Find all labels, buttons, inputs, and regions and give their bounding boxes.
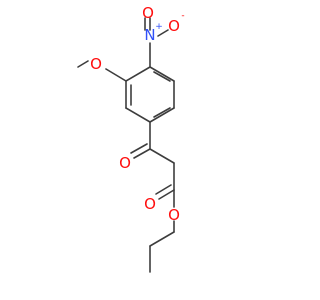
nitro-n-label: N xyxy=(144,26,155,44)
ester-ether-o-label: O xyxy=(168,206,180,224)
bond-ketone-c-ch2 xyxy=(149,148,175,164)
nitro-o-right-label: O xyxy=(168,17,180,35)
bond-nitro-n-o-right xyxy=(157,29,169,37)
bond-ring-c3-c4 xyxy=(125,107,151,123)
atoms: N + O O - O O O O xyxy=(90,4,185,224)
bond-ring-double-3 xyxy=(153,71,171,82)
ketone-o-label: O xyxy=(119,154,131,172)
nitro-o-charge: - xyxy=(181,11,184,21)
bond-ring-double-2 xyxy=(153,107,171,118)
bond-ester-c-carbonyl-o-double xyxy=(155,184,172,195)
bond-ketone-c-o-double xyxy=(130,143,148,154)
bond-ring-methoxy-o xyxy=(105,68,127,82)
nitro-n-charge: + xyxy=(155,22,163,32)
methoxy-o-label: O xyxy=(90,55,102,73)
nitro-o-top-label: O xyxy=(142,4,154,22)
bond-methoxy-o-ch3 xyxy=(77,60,89,68)
bonds xyxy=(77,17,175,273)
bond-ring-c1-c2 xyxy=(125,66,151,82)
bond-ring-c4-c5 xyxy=(149,107,175,123)
bond-ethyl-ch2-ch3 xyxy=(149,231,175,247)
bond-ester-c-carbonyl-o xyxy=(158,189,175,200)
molecule-structure: N + O O - O O O O xyxy=(77,4,185,273)
bond-ketone-c-o xyxy=(133,148,151,159)
bond-ring-c6-c1 xyxy=(149,66,175,82)
ester-carbonyl-o-label: O xyxy=(144,195,156,213)
